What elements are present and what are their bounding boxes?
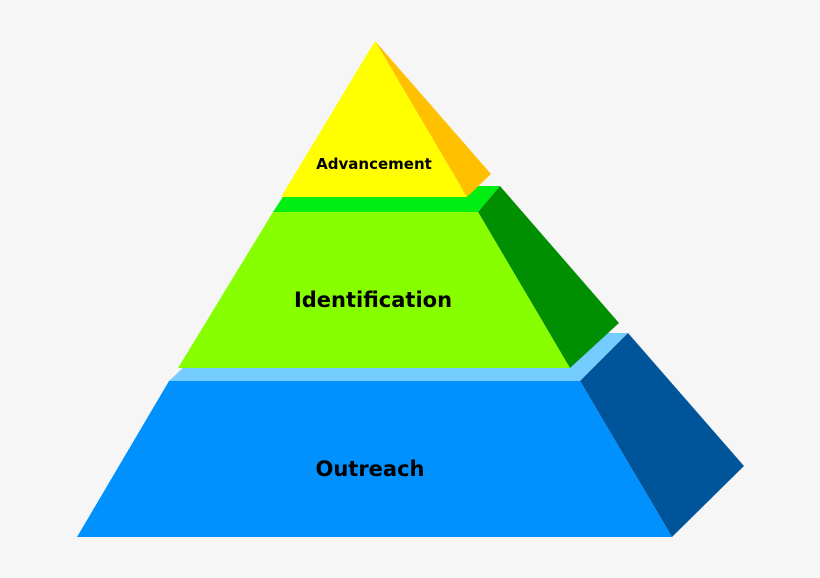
tier-identification: Identification [178,186,619,368]
tier-outreach-label: Outreach [315,457,424,481]
tier-outreach: Outreach [77,333,744,537]
tier-advancement: Advancement [281,41,491,197]
tier-identification-side [478,186,619,368]
tier-identification-label: Identification [294,288,452,312]
tier-identification-front [178,212,570,368]
tier-advancement-label: Advancement [316,155,432,173]
tier-outreach-side [580,333,744,537]
tier-advancement-side [375,41,491,197]
tier-advancement-front [281,41,467,197]
tier-outreach-front [77,381,672,537]
